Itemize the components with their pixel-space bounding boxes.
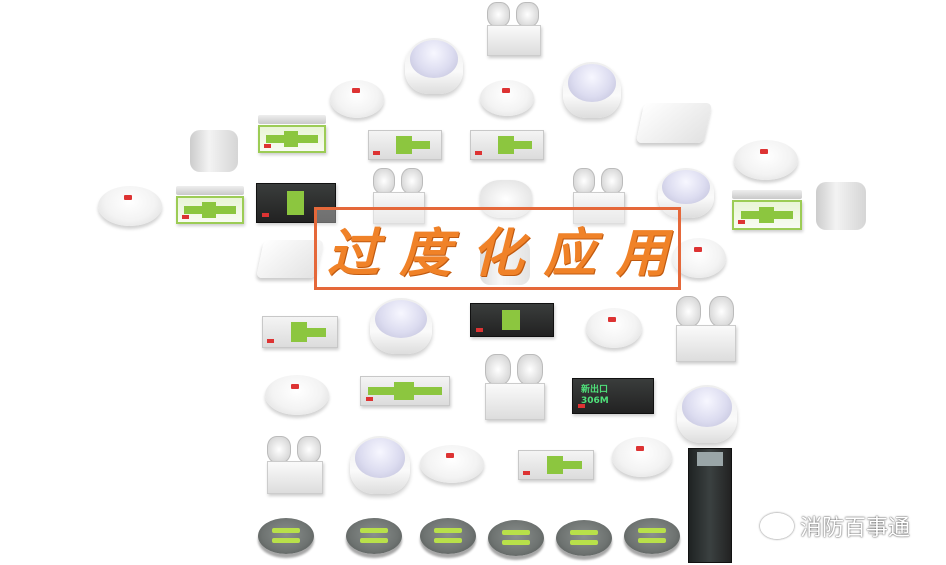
title-char: 化 — [471, 223, 524, 284]
ceiling-lamp — [265, 375, 329, 415]
dome-lamp — [677, 385, 737, 443]
title-char: 应 — [543, 223, 596, 284]
ceiling-lamp — [734, 140, 798, 180]
exit-sign — [262, 316, 338, 348]
title-char: 过 — [327, 223, 380, 284]
hanging-exit-sign — [176, 186, 244, 224]
dome-lamp — [405, 38, 463, 94]
ceiling-lamp — [672, 238, 726, 278]
twin-emergency-light — [480, 354, 548, 420]
hanging-exit-sign — [732, 190, 802, 230]
wechat-icon — [760, 513, 794, 539]
cylinder-lamp — [190, 130, 238, 172]
title-char: 用 — [615, 223, 668, 284]
ceiling-lamp — [480, 80, 534, 116]
sign-text-line: 新出口 — [581, 385, 609, 395]
sign-text-line: 306M — [581, 396, 609, 406]
floor-marker-light — [488, 520, 544, 556]
exit-sign — [470, 130, 544, 160]
exit-sign — [368, 130, 442, 160]
floor-marker-light — [624, 518, 680, 554]
dome-lamp — [370, 298, 432, 354]
ceiling-lamp — [98, 186, 162, 226]
exit-sign — [518, 450, 594, 480]
twin-emergency-light — [262, 436, 326, 494]
dome-lamp — [350, 436, 410, 494]
dome-lamp — [563, 62, 621, 118]
ceiling-lamp — [612, 437, 672, 477]
smoke-detector — [480, 180, 532, 218]
floor-marker-light — [258, 518, 314, 554]
hanging-exit-sign — [258, 115, 326, 153]
ceiling-lamp — [420, 445, 484, 483]
floor-marker-light — [346, 518, 402, 554]
ceiling-lamp — [330, 80, 384, 118]
watermark: 消防百事通 — [760, 510, 910, 542]
twin-emergency-light — [482, 2, 544, 56]
cylinder-lamp — [816, 182, 866, 230]
ceiling-lamp — [586, 308, 642, 348]
cylinder-lamp — [480, 240, 530, 285]
title-banner: 过 度 化 应 用 — [314, 207, 681, 290]
exit-sign — [360, 376, 450, 406]
square-ceiling-lamp — [635, 103, 713, 143]
floor-marker-light — [420, 518, 476, 554]
floor-marker-light — [556, 520, 612, 556]
twin-emergency-light — [670, 296, 740, 362]
dark-exit-sign — [256, 183, 336, 223]
control-cabinet — [688, 448, 732, 563]
dark-exit-sign — [470, 303, 554, 337]
title-char: 度 — [399, 223, 452, 284]
watermark-text: 消防百事通 — [800, 516, 911, 541]
